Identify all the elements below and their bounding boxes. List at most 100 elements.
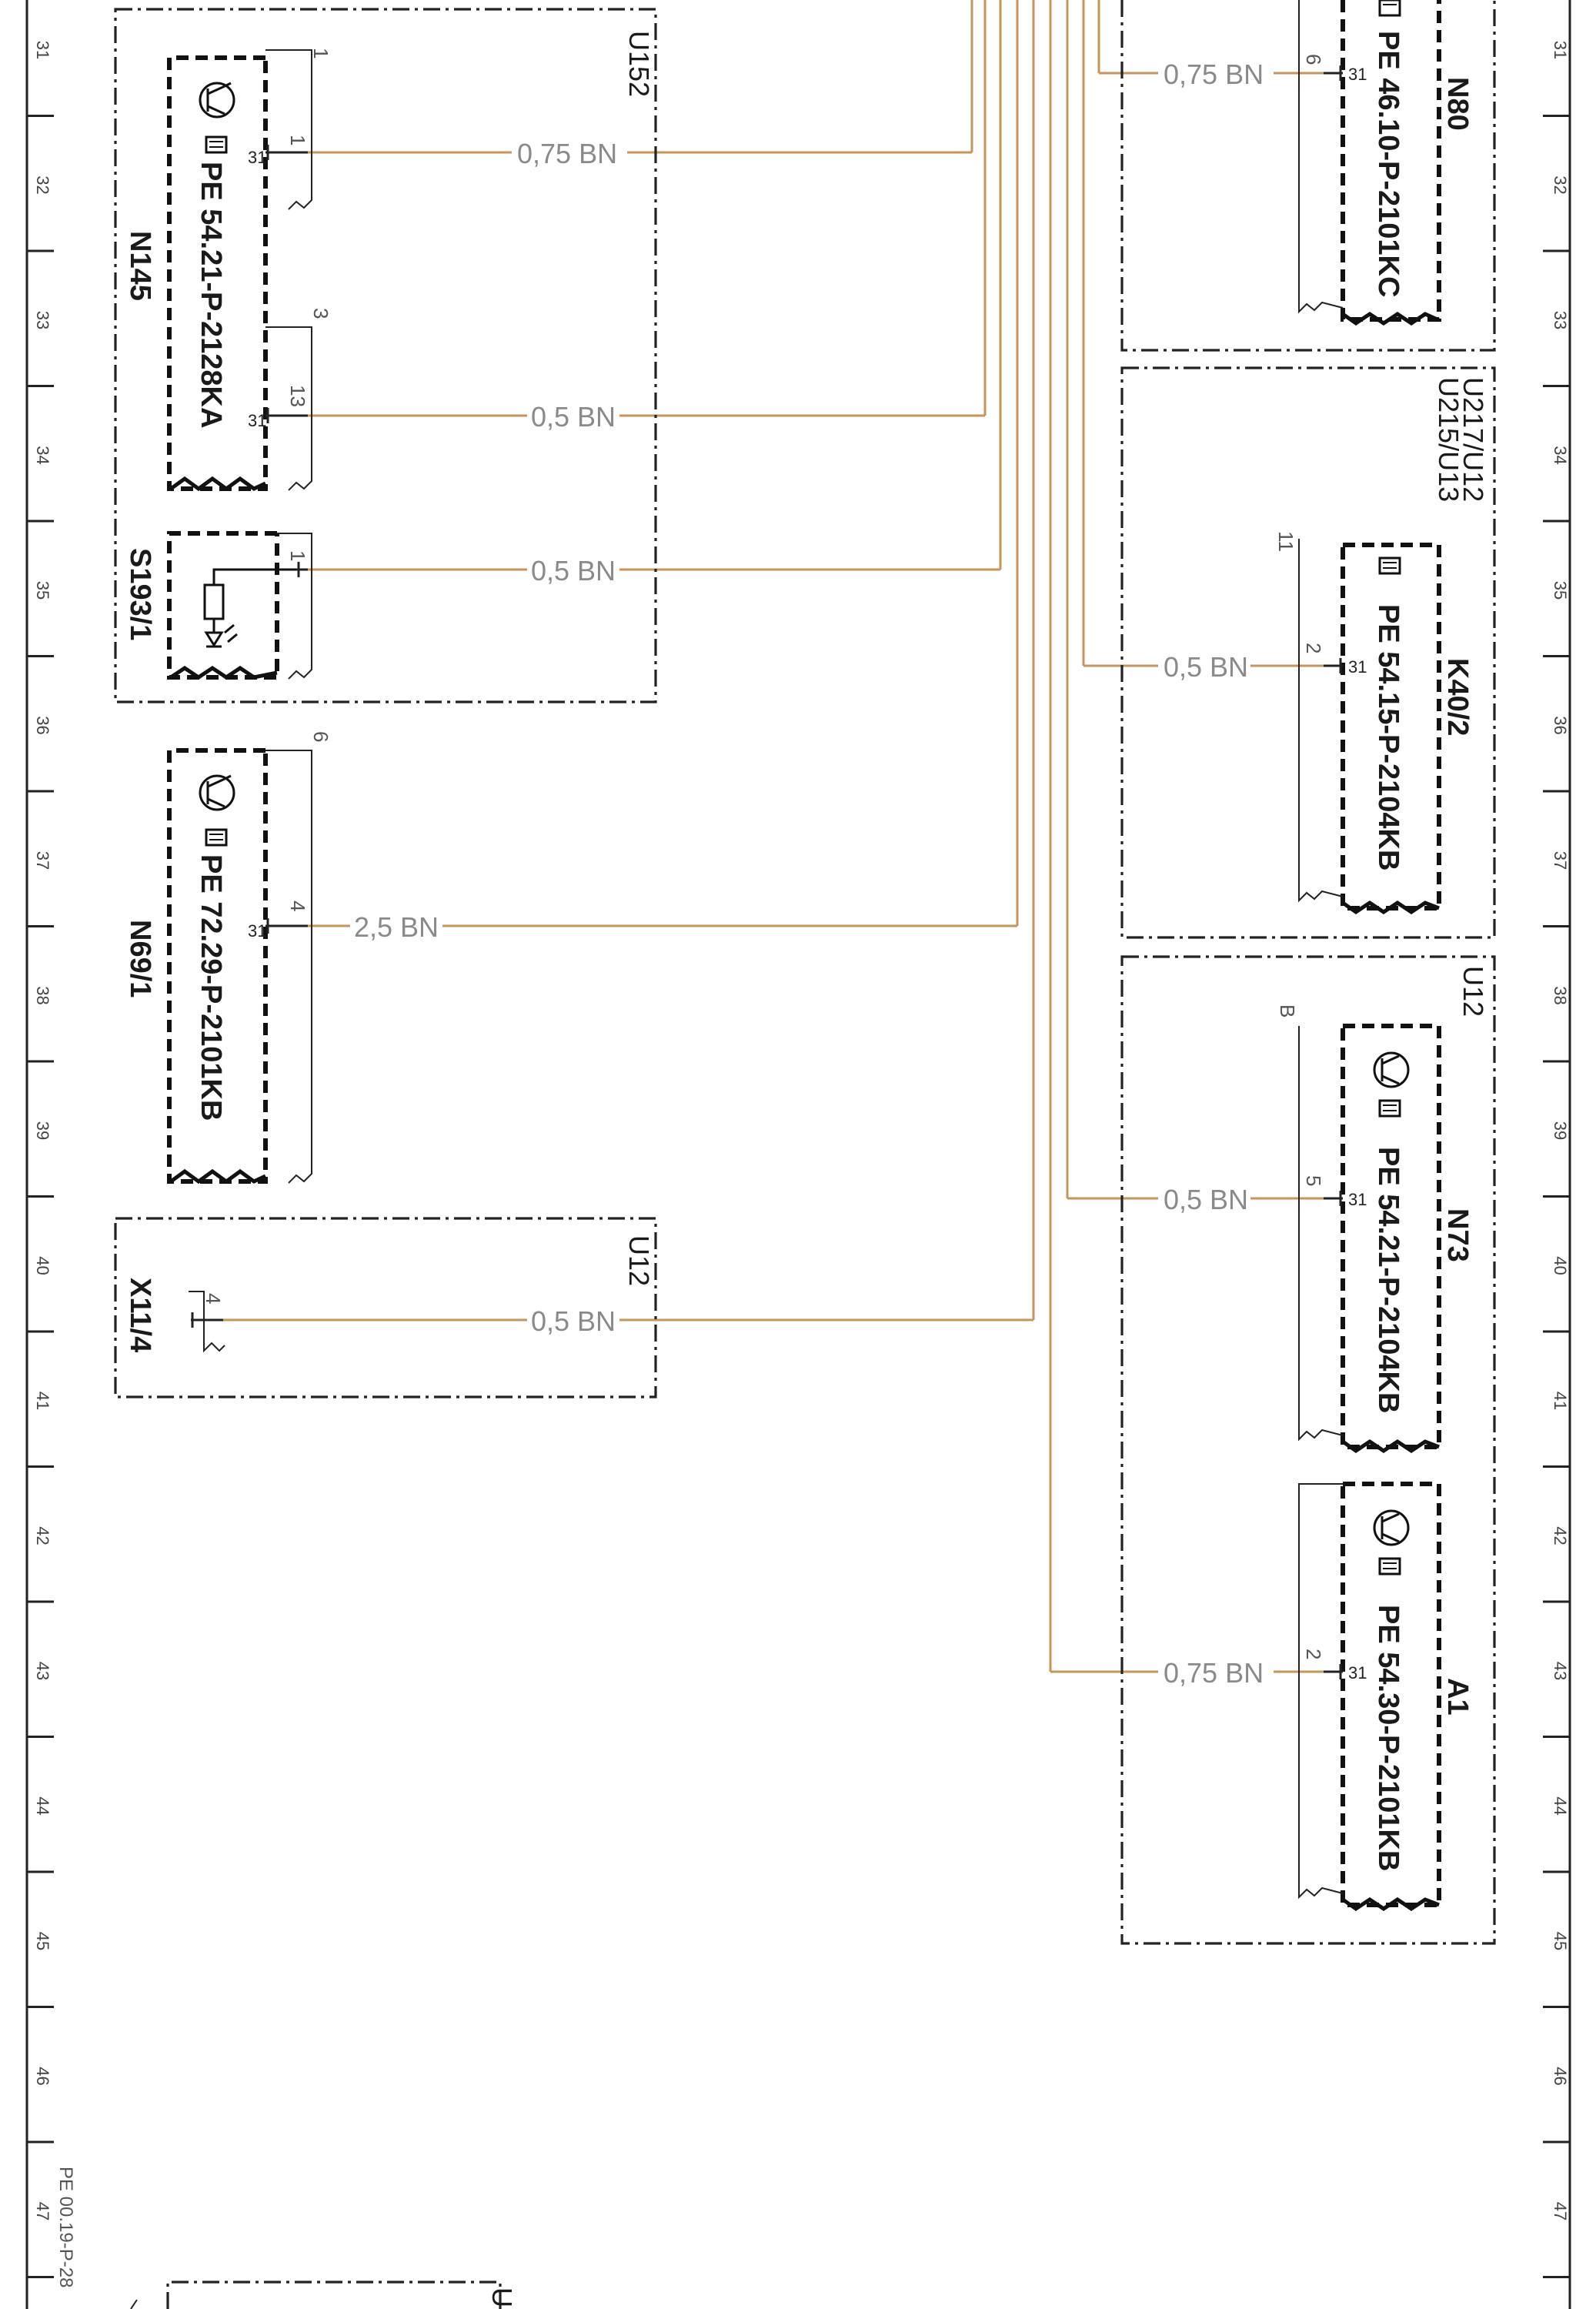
area-label-u12-right: U12 xyxy=(1457,966,1489,1017)
grid-number: 41 xyxy=(33,1392,52,1410)
grid-number: 35 xyxy=(1551,581,1570,600)
hand-pointer-icon xyxy=(1378,1557,1401,1576)
hand-pointer-icon xyxy=(205,828,228,847)
component-ref-n73: PE 54.21-P-2104KB xyxy=(1372,1147,1404,1413)
grid-number: 46 xyxy=(33,2067,52,2085)
pin-label: 1 xyxy=(286,135,309,145)
area-label-u12: U12 xyxy=(623,1235,655,1286)
wire-labels: 0,75 BN 0,5 BN 0,5 BN 2,5 BN 0,5 BN 0,75… xyxy=(350,58,1274,1689)
wire-label-n145-a: 0,75 BN xyxy=(517,138,617,169)
pin-label: 4 xyxy=(202,1293,225,1304)
area-u152: U152 xyxy=(114,8,657,703)
component-a1: PE 54.30-P-2101KB A1 31 2 xyxy=(1298,1482,1474,1912)
component-ref-n69: PE 72.29-P-2101KB xyxy=(195,854,227,1121)
ground-pin-label: 31 xyxy=(248,921,266,941)
grid-number: 47 xyxy=(1551,2202,1570,2220)
wire-label-s193: 0,5 BN xyxy=(531,555,616,586)
connector-label: B xyxy=(1276,1004,1299,1017)
pin-label: 6 xyxy=(1302,54,1325,65)
grid-number: 32 xyxy=(1551,175,1570,194)
component-k40: 11 PE 54.15-P-2104KB K40/2 31 2 xyxy=(1274,531,1474,915)
component-ref-n80: PE 46.10-P-2101KC xyxy=(1372,31,1404,297)
component-n69: PE 72.29-P-2101KB N69/1 6 31 4 xyxy=(124,731,332,1185)
component-name-x11: X11/4 xyxy=(124,1278,156,1352)
transistor-icon xyxy=(199,774,235,811)
ground-pin-label: 31 xyxy=(248,148,266,167)
grid-number: 46 xyxy=(1551,2067,1570,2085)
component-name-s193: S193/1 xyxy=(124,548,156,640)
grid-number: 42 xyxy=(1551,1526,1570,1545)
connector-label: 6 xyxy=(309,731,332,742)
ground-pin-label: 31 xyxy=(1348,65,1367,84)
grid-number: 47 xyxy=(33,2202,52,2220)
area-n80 xyxy=(1120,0,1496,352)
pin-label: 2 xyxy=(1302,1649,1325,1659)
grid-number: 36 xyxy=(1551,716,1570,734)
grid-number: 35 xyxy=(33,581,52,600)
component-name-k40: K40/2 xyxy=(1441,658,1474,736)
transistor-icon xyxy=(1373,1051,1410,1088)
component-ref-k40: PE 54.15-P-2104KB xyxy=(1372,604,1404,870)
hand-pointer-icon xyxy=(1378,1099,1401,1118)
grid-number: 37 xyxy=(1551,851,1570,870)
pin-label: 1 xyxy=(286,550,309,561)
pin-label: 2 xyxy=(1302,643,1325,653)
grid-number: 37 xyxy=(33,851,52,870)
component-ref-a1: PE 54.30-P-2101KB xyxy=(1372,1605,1404,1871)
grid-number: 44 xyxy=(1551,1796,1570,1815)
area-label-u152: U152 xyxy=(623,31,655,97)
ground-pin-label: 31 xyxy=(248,411,266,430)
component-n73: B PE 54.21-P-2104KB N73 31 5 xyxy=(1276,1004,1474,1454)
wire-label-n69: 2,5 BN xyxy=(354,911,439,943)
partial-box-bottom: U xyxy=(130,2281,518,2309)
component-name-n73: N73 xyxy=(1441,1208,1474,1262)
pin-label: 5 xyxy=(1302,1175,1325,1186)
border-frame xyxy=(25,0,1571,2309)
wire-label-k40: 0,5 BN xyxy=(1164,651,1248,683)
ground-pin-label: 31 xyxy=(1348,657,1367,677)
grid-number: 38 xyxy=(33,986,52,1004)
area-u217: U217/U12 U215/U13 xyxy=(1120,366,1496,939)
component-n80: PE 46.10-P-2101KC N80 31 6 xyxy=(1298,0,1474,326)
wire-label-n80: 0,75 BN xyxy=(1164,58,1264,90)
grid-number: 31 xyxy=(1551,41,1570,59)
ground-pin-label: 31 xyxy=(1348,1190,1367,1209)
page-reference: PE 00.19-P-28 xyxy=(55,2167,76,2287)
component-name-n145: N145 xyxy=(124,231,156,301)
wire-label-a1: 0,75 BN xyxy=(1164,1657,1264,1689)
grid-number: 43 xyxy=(33,1662,52,1680)
component-name-n80: N80 xyxy=(1441,77,1474,131)
pin-label: 13 xyxy=(286,385,309,407)
component-name-n69: N69/1 xyxy=(124,920,156,997)
component-x11: 4 X11/4 xyxy=(124,1278,225,1353)
grid-number: 34 xyxy=(33,446,52,464)
transistor-icon xyxy=(199,82,235,119)
hand-pointer-icon xyxy=(205,135,228,154)
grid-number: 36 xyxy=(33,716,52,734)
ground-pin-label: 31 xyxy=(1348,1663,1367,1682)
connector-label: 11 xyxy=(1274,531,1297,552)
connector-label: 1 xyxy=(309,48,332,58)
component-name-a1: A1 xyxy=(1441,1678,1474,1716)
grid-number: 45 xyxy=(33,1932,52,1950)
grid-number: 39 xyxy=(33,1121,52,1140)
wire-label-x11: 0,5 BN xyxy=(531,1305,616,1337)
grid-number: 33 xyxy=(33,311,52,329)
grid-number: 40 xyxy=(33,1256,52,1275)
grid-number: 45 xyxy=(1551,1932,1570,1950)
grid-number: 42 xyxy=(33,1526,52,1545)
component-s193: 1 S193/1 xyxy=(124,531,312,680)
transistor-icon xyxy=(1373,1509,1410,1546)
area-u12-x11: U12 xyxy=(114,1217,657,1398)
pin-label: 4 xyxy=(286,901,309,911)
component-ref-n145: PE 54.21-P-2128KA xyxy=(195,162,227,428)
led-switch-icon xyxy=(203,568,296,648)
connector-label: 3 xyxy=(309,308,332,319)
area-label-u217-b: U215/U13 xyxy=(1433,377,1464,502)
hand-pointer-icon xyxy=(1378,556,1401,575)
grid-number: 32 xyxy=(33,175,52,194)
wire-label-n73: 0,5 BN xyxy=(1164,1184,1248,1215)
